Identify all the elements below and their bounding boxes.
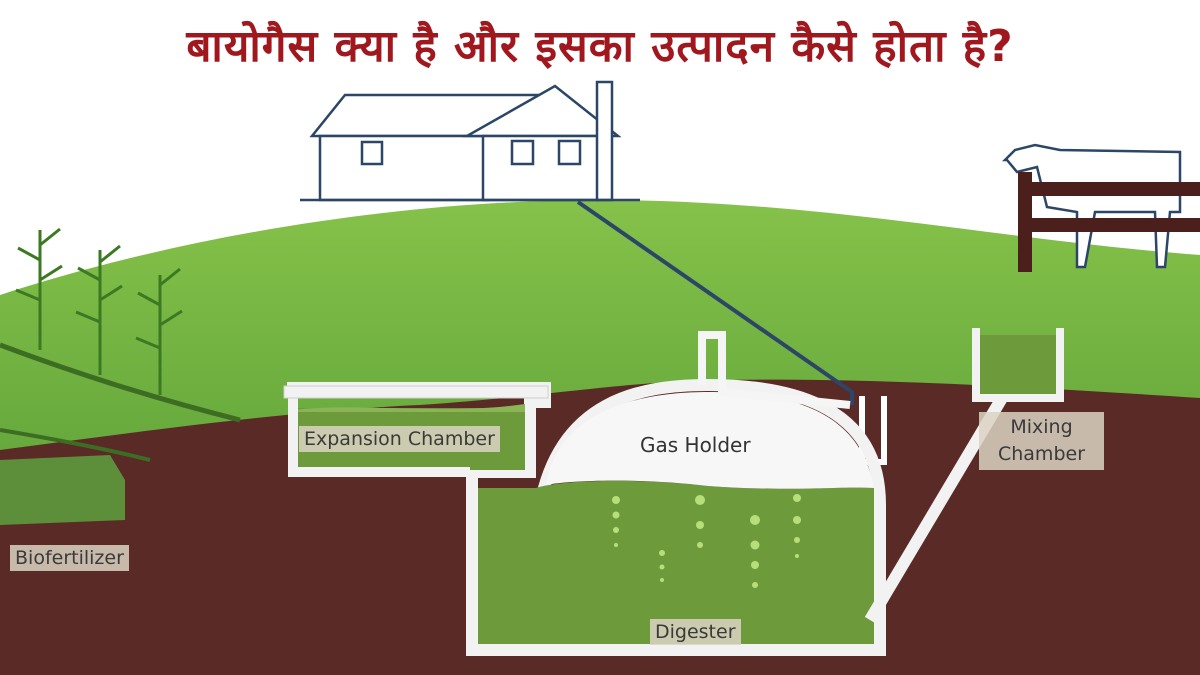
field-furrow (0, 342, 241, 423)
corn-plants (15, 227, 183, 395)
fence (1018, 172, 1200, 272)
gas-outlet-pipe (698, 331, 851, 409)
expansion-chamber-label: Expansion Chamber (299, 426, 500, 452)
biofertilizer-label: Biofertilizer (10, 545, 129, 571)
biofertilizer-pit (0, 455, 125, 525)
expansion-chamber-walls (288, 395, 470, 477)
digester-walls (287, 378, 886, 656)
gas-pipe (576, 200, 854, 405)
gas-holder-label: Gas Holder (640, 433, 751, 457)
gas-holder-dome (546, 392, 874, 489)
mixing-chamber-walls (972, 328, 1064, 402)
expansion-chamber-surface (293, 404, 525, 412)
gas-bubbles (612, 494, 801, 588)
mixing-chamber-slurry (980, 335, 1057, 395)
field-furrow (0, 428, 151, 462)
cow (1001, 143, 1182, 269)
page-title: बायोगैस क्या है और इसका उत्पादन कैसे होत… (186, 21, 1014, 72)
digester-label: Digester (650, 619, 741, 645)
house (300, 80, 640, 202)
mixing-chamber-label: Mixing Chamber (979, 412, 1104, 470)
expansion-chamber-lid (283, 385, 549, 399)
digester-slurry (478, 480, 874, 644)
